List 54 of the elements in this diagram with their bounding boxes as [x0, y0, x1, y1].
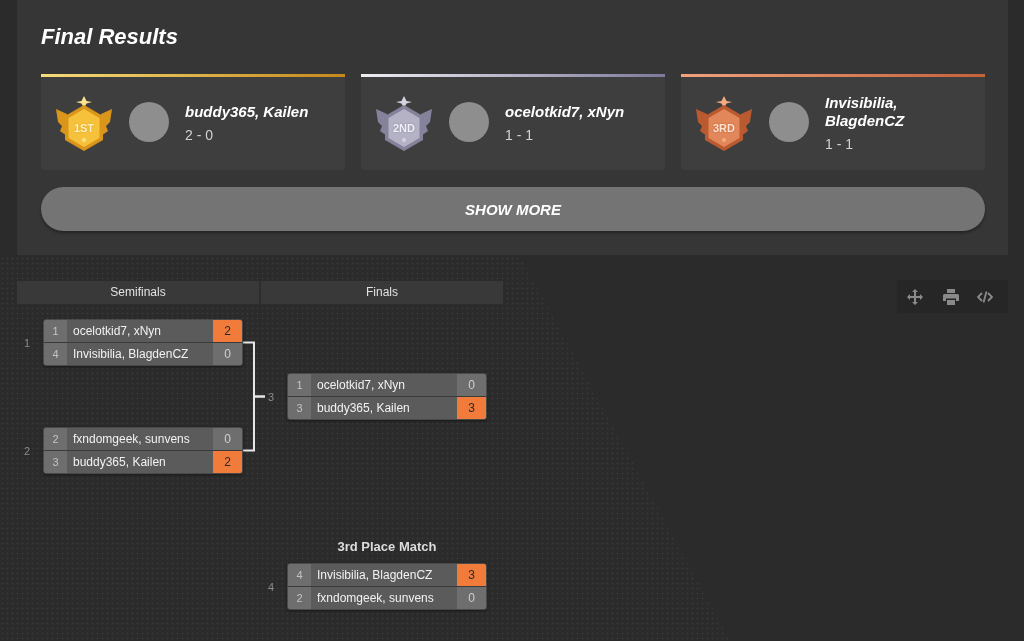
score: 3 [457, 564, 486, 586]
match-number: 2 [22, 443, 32, 458]
score-text: 1 - 1 [505, 127, 534, 144]
team-name: buddy365, Kailen [316, 400, 411, 417]
match-number: 4 [266, 579, 276, 594]
seed-number: 3 [288, 397, 311, 419]
match-row [44, 343, 242, 365]
score-text: 2 - 0 [185, 127, 214, 144]
match-row [288, 587, 486, 609]
team-name: buddy365, Kailen [72, 454, 167, 471]
seed-number: 1 [288, 374, 311, 396]
match-row [288, 397, 486, 419]
seed-number: 4 [288, 564, 311, 586]
seed-number: 1 [44, 320, 67, 342]
round-header: Semifinals [17, 281, 260, 304]
team-name: buddy365, Kailen [185, 103, 310, 121]
score: 2 [213, 320, 242, 342]
match-number: 1 [22, 335, 32, 350]
show-more-button: SHOW MORE [41, 187, 985, 231]
medal-rank: 1ST [72, 121, 96, 135]
result-card [681, 74, 985, 170]
round-header: Finals [261, 281, 503, 304]
match-row [44, 451, 242, 473]
match-heading: 3rd Place Match [336, 538, 438, 556]
score: 0 [457, 587, 486, 609]
score: 0 [213, 343, 242, 365]
score: 0 [213, 428, 242, 450]
seed-number: 2 [288, 587, 311, 609]
seed-number: 2 [44, 428, 67, 450]
match-row [44, 428, 242, 450]
team-name: fxndomgeek, sunvens [316, 590, 435, 607]
team-name: ocelotkid7, xNyn [72, 323, 163, 340]
result-card [361, 74, 665, 170]
page-title: Final Results [41, 23, 178, 50]
match-number: 3 [266, 389, 276, 404]
team-name: Invisibilia, BlagdenCZ [316, 567, 434, 584]
score-text: 1 - 1 [825, 136, 854, 153]
bracket-connector [242, 395, 266, 452]
medal-rank: 2ND [392, 121, 416, 135]
team-name: fxndomgeek, sunvens [72, 431, 191, 448]
team-name: Invisibilia, BlagdenCZ [72, 346, 190, 363]
seed-number: 3 [44, 451, 67, 473]
score: 0 [457, 374, 486, 396]
score: 3 [457, 397, 486, 419]
match-row [288, 564, 486, 586]
seed-number: 4 [44, 343, 67, 365]
match-row [288, 374, 486, 396]
team-name: ocelotkid7, xNyn [505, 103, 626, 121]
match-row [44, 320, 242, 342]
team-name: ocelotkid7, xNyn [316, 377, 407, 394]
result-card [41, 74, 345, 170]
team-name: Invisibilia, BlagdenCZ [825, 94, 906, 130]
score: 2 [213, 451, 242, 473]
medal-rank: 3RD [712, 121, 736, 135]
